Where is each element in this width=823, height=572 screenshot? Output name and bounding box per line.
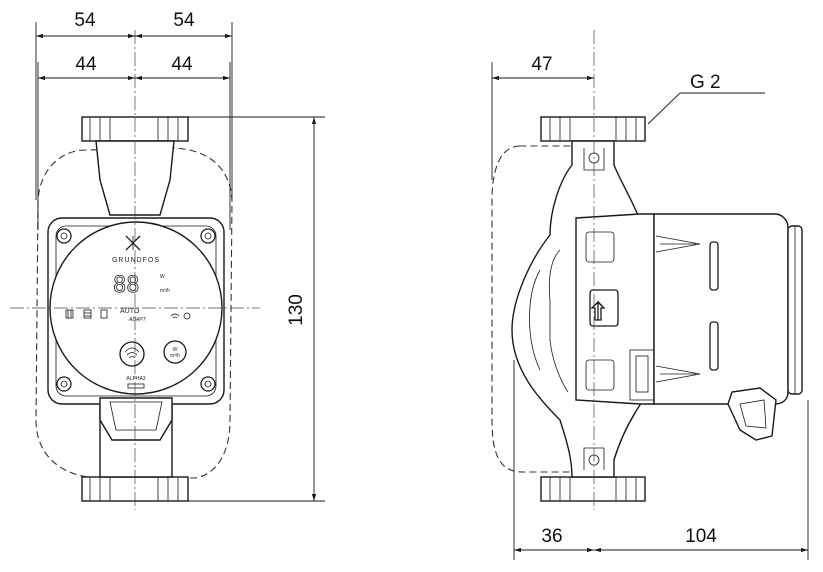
info-icon [183, 312, 191, 320]
model-label: ALPHA3 [126, 376, 145, 382]
front-terminal-block [99, 397, 173, 441]
side-view [491, 30, 803, 510]
side-motor-flange [575, 213, 655, 405]
side-top-thread [540, 116, 646, 142]
side-dashed-envelope [491, 145, 605, 473]
mode-adapt: ADAPT [128, 317, 147, 323]
dim-front-outer-left: 54 [74, 10, 96, 31]
radiator-icon [65, 309, 74, 319]
side-bottom-thread [540, 476, 646, 502]
front-upper-neck [95, 140, 175, 216]
front-dimensions: 54 54 44 44 130 [35, 10, 325, 502]
dim-front-outer-right: 54 [173, 10, 195, 31]
mode-icons-row [65, 309, 108, 319]
cooling-slots [709, 241, 719, 371]
dim-front-inner-left: 44 [75, 54, 97, 75]
front-view: GRUNDFOS 88 W m³/h AUTO ADAPT W m³/h ALP… [10, 30, 260, 510]
thread-label: G 2 [690, 72, 721, 93]
wireless-button[interactable] [119, 341, 145, 367]
flow-direction-arrow-icon [590, 300, 606, 321]
mode-select-button-label-w: W [173, 347, 178, 353]
dim-side-bottom-right: 104 [685, 526, 717, 547]
dim-height: 130 [286, 294, 307, 326]
unit-flow: m³/h [160, 288, 170, 294]
mode-select-button-label-flow: m³/h [170, 353, 180, 359]
front-dashed-envelope [35, 147, 233, 479]
dim-side-bottom-left: 36 [541, 526, 562, 547]
side-terminal-detail [629, 349, 655, 401]
grundfos-logo-icon [125, 235, 141, 251]
dim-front-inner-right: 44 [171, 54, 193, 75]
display-digits: 88 [113, 273, 140, 298]
floor-heating-icon [83, 309, 92, 319]
dim-side-top: 47 [531, 54, 552, 75]
side-motor-body [653, 213, 789, 405]
unit-power: W [160, 274, 165, 280]
constant-curve-icon [100, 309, 108, 319]
brand-text: GRUNDFOS [112, 257, 160, 264]
mode-select-button[interactable] [163, 340, 187, 364]
flow-direction-box [589, 289, 619, 327]
wireless-icon [124, 347, 140, 359]
corner-screws [56, 228, 216, 392]
side-cable-connector [727, 387, 777, 441]
mode-auto: AUTO [120, 308, 140, 315]
thread-leader-line [647, 92, 681, 125]
wifi-status-icon [170, 313, 180, 319]
side-dimensions: 47 G 2 36 104 [491, 54, 809, 560]
